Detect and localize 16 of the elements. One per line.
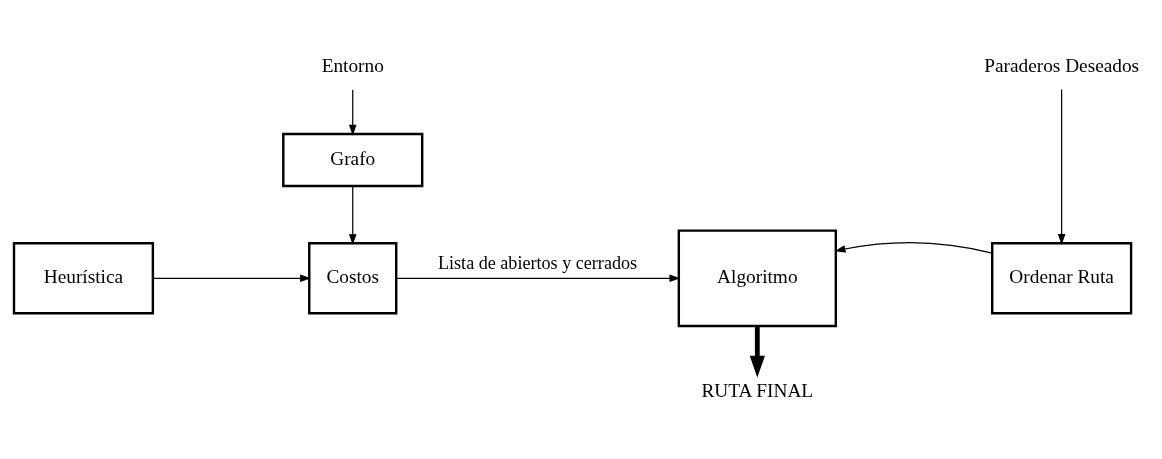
arrow xyxy=(749,325,765,377)
arrow xyxy=(834,241,993,254)
arrow xyxy=(348,88,357,136)
node-box: Ordenar Ruta xyxy=(991,241,1133,315)
node-text: Paraderos Deseados xyxy=(984,54,1140,76)
arrow xyxy=(1057,88,1066,245)
arrow xyxy=(395,274,681,282)
node-box: Grafo xyxy=(282,132,424,187)
arrow xyxy=(152,274,311,282)
node-text: Entorno xyxy=(321,54,384,76)
arrow xyxy=(348,185,357,245)
edge-label: Lista de abiertos y cerrados xyxy=(437,252,638,273)
node-text: RUTA FINAL xyxy=(701,379,814,401)
node-box: Costos xyxy=(308,241,398,315)
node-box: Heurística xyxy=(12,241,155,315)
node-box: Algoritmo xyxy=(677,228,838,327)
